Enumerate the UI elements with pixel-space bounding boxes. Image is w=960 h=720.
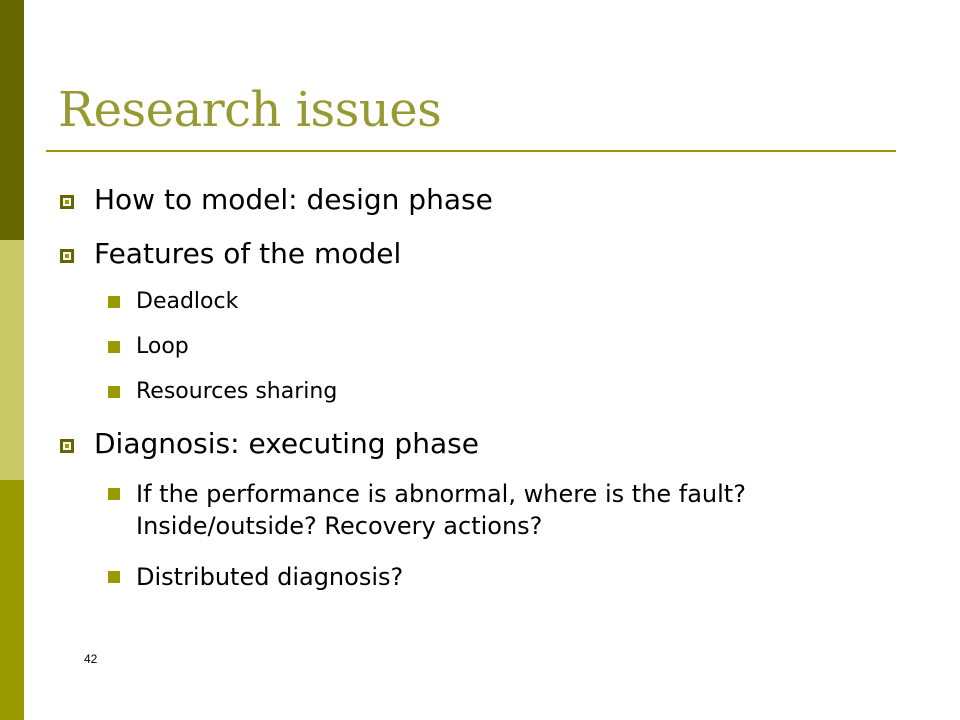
hollow-square-bullet-icon (60, 249, 74, 263)
slide-title: Research issues (58, 82, 442, 138)
bullet-text: Diagnosis: executing phase (94, 427, 479, 460)
bullet-text: Features of the model (94, 237, 402, 270)
bullet-text: Distributed diagnosis? (136, 563, 404, 591)
solid-square-bullet-icon (108, 571, 120, 583)
hollow-square-bullet-icon (60, 439, 74, 453)
bullet-text: Deadlock (136, 289, 239, 314)
sidebar-band-dark (0, 0, 24, 240)
sidebar-band-medium (0, 480, 24, 720)
left-color-bar (0, 0, 24, 720)
solid-square-bullet-icon (108, 488, 120, 500)
bullet-text: If the performance is abnormal, where is… (136, 480, 746, 540)
page-number: 42 (84, 652, 98, 666)
sidebar-band-light (0, 240, 24, 480)
bullet-text: Resources sharing (136, 379, 338, 404)
title-divider (46, 150, 896, 152)
hollow-square-bullet-icon (60, 195, 74, 209)
bullet-text: How to model: design phase (94, 183, 493, 216)
bullet-text: Loop (136, 334, 189, 359)
solid-square-bullet-icon (108, 341, 120, 353)
solid-square-bullet-icon (108, 386, 120, 398)
solid-square-bullet-icon (108, 296, 120, 308)
